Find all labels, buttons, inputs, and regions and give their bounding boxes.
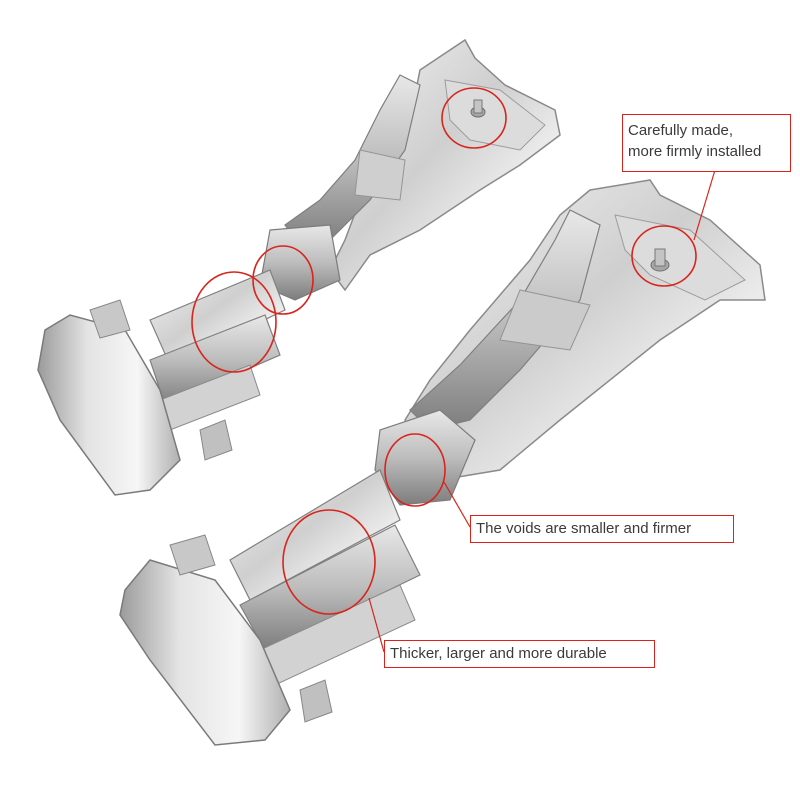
highlight-circles (191, 87, 697, 615)
callout-durable: Thicker, larger and more durable (384, 640, 655, 668)
callout-durable-text: Thicker, larger and more durable (390, 645, 607, 662)
highlight-lower-pin (631, 225, 697, 287)
callout-firmly-installed-line2: more firmly installed (628, 143, 762, 160)
callout-voids: The voids are smaller and firmer (470, 515, 734, 543)
callout-firmly-installed-line1: Carefully made, (628, 122, 734, 139)
leader-lines (368, 169, 716, 653)
callout-voids-text: The voids are smaller and firmer (476, 520, 692, 537)
highlight-lower-links (282, 509, 376, 615)
highlight-upper-void (252, 245, 314, 315)
highlight-lower-void (384, 433, 446, 507)
highlight-upper-links (191, 271, 277, 373)
upper-buckle (37, 38, 561, 496)
highlight-upper-pin (441, 87, 507, 149)
lower-buckle (119, 179, 766, 746)
callout-firmly-installed: Carefully made, more firmly installed (622, 114, 791, 172)
